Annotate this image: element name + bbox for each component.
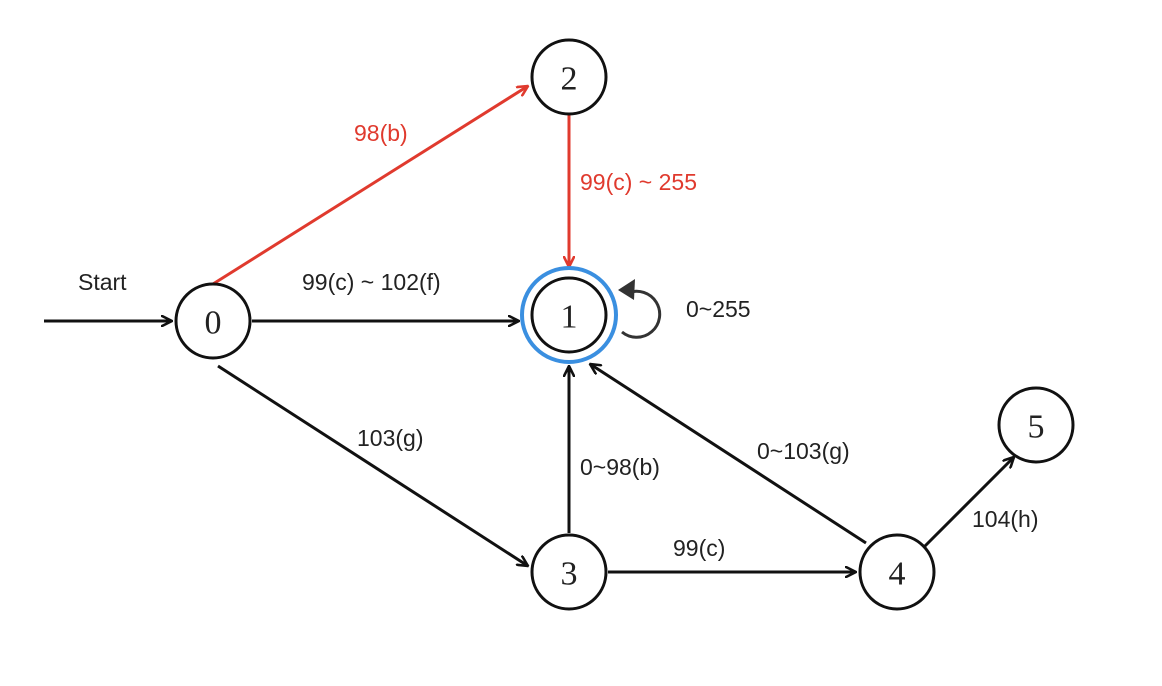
- edge-label-0-to-1: 99(c) ~ 102(f): [302, 269, 441, 295]
- edge-4-to-1: [590, 364, 867, 545]
- edge-label-4-to-1: 0~103(g): [757, 438, 850, 464]
- node-label-2: 2: [561, 61, 578, 98]
- edge-label-3-to-4: 99(c): [673, 535, 725, 561]
- self-loop-1: [621, 289, 662, 339]
- node-0[interactable]: 0: [174, 282, 252, 360]
- node-label-5: 5: [1028, 409, 1045, 446]
- node-label-0: 0: [205, 305, 222, 342]
- node-4[interactable]: 4: [858, 533, 936, 611]
- node-1[interactable]: 1: [520, 266, 618, 364]
- node-label-3: 3: [561, 556, 578, 593]
- edge-label-2-to-1: 99(c) ~ 255: [580, 169, 697, 195]
- edge-label-0-to-3: 103(g): [357, 425, 423, 451]
- node-3[interactable]: 3: [530, 533, 608, 611]
- edge-label-3-to-1: 0~98(b): [580, 454, 660, 480]
- edge-4-to-5: [923, 457, 1014, 548]
- node-label-1: 1: [561, 299, 578, 336]
- edge-0-to-3: [217, 364, 528, 566]
- edge-0-to-2: [212, 86, 528, 286]
- node-label-4: 4: [889, 556, 906, 593]
- node-5[interactable]: 5: [997, 386, 1075, 464]
- edge-label-1-self: 0~255: [686, 296, 751, 322]
- start-label: Start: [78, 269, 127, 295]
- self-loop-arrowhead: [618, 279, 635, 300]
- node-2[interactable]: 2: [530, 38, 608, 116]
- edge-label-4-to-5: 104(h): [972, 506, 1038, 532]
- edge-label-0-to-2: 98(b): [354, 120, 408, 146]
